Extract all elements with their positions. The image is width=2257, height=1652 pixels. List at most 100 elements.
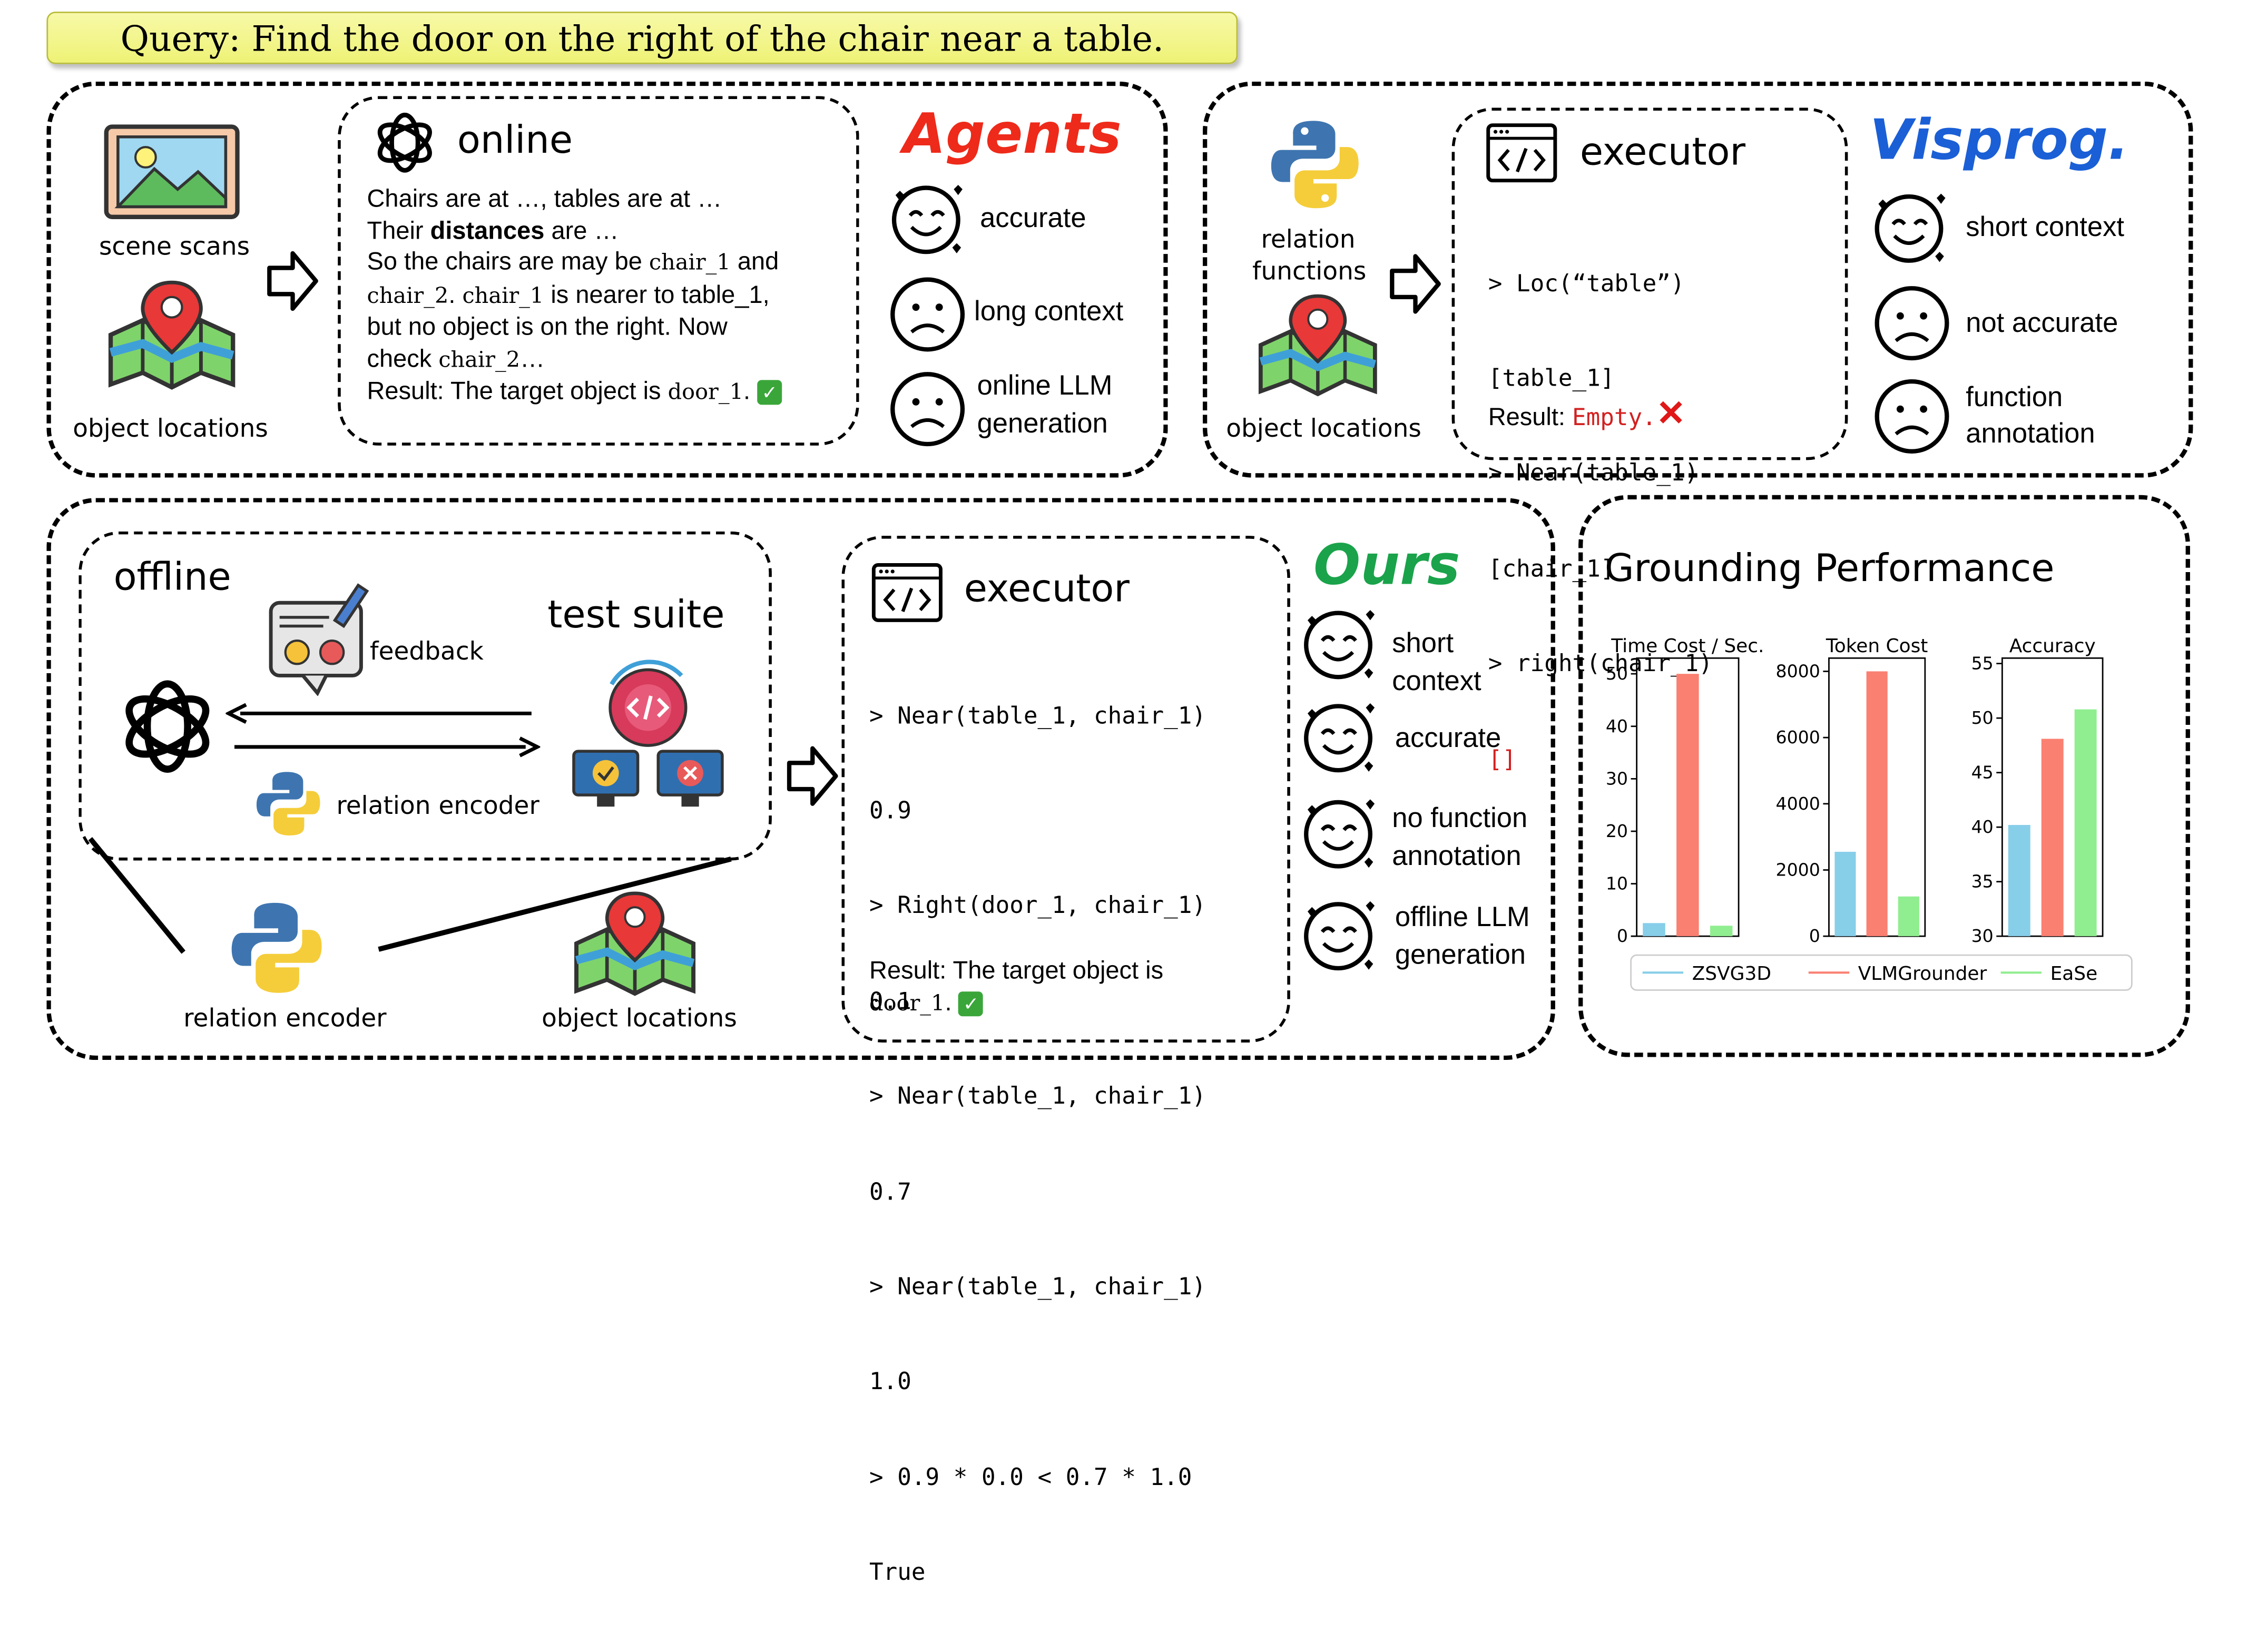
y-tick-label: 0 — [1617, 926, 1628, 946]
connector-lines — [88, 837, 732, 954]
openai-logo-icon — [125, 680, 210, 773]
bar-ease — [2074, 709, 2097, 937]
visprog-result: Result: Empty.✕ — [1488, 395, 1686, 434]
bar-zsvg3d — [2008, 825, 2030, 937]
ours-code: > Near(table_1, chair_1) 0.9 > Right(doo… — [869, 636, 1206, 1652]
test-suite-icon — [572, 660, 724, 807]
legend-label: ZSVG3D — [1692, 963, 1771, 985]
pro-short-context: short context — [1966, 212, 2124, 243]
map-location-icon — [574, 891, 696, 996]
y-tick-label: 8000 — [1775, 661, 1820, 681]
visprog-code: > Loc(“table”) [table_1] > Near(table_1)… — [1488, 204, 1713, 839]
pro-context: context — [1392, 666, 1481, 697]
agents-panel — [46, 81, 1168, 478]
arrow-right-icon — [787, 746, 838, 806]
check-icon: ✓ — [757, 380, 782, 405]
bar-vlmgrounder — [1676, 674, 1699, 937]
online-reasoning-text: Chairs are at …, tables are at … Their d… — [367, 183, 848, 408]
ours-title: Ours — [1313, 533, 1460, 597]
pro-generation: generation — [1395, 940, 1526, 971]
y-tick-label: 40 — [1606, 716, 1628, 736]
relation-functions-label-2: functions — [1252, 258, 1367, 287]
bar-ease — [1710, 926, 1733, 937]
smiling-face-icon — [1304, 610, 1375, 680]
y-tick-label: 50 — [1606, 663, 1628, 684]
y-tick-label: 45 — [1971, 762, 1994, 783]
code-line-empty: [] — [1488, 744, 1516, 773]
code-window-icon — [1486, 123, 1557, 183]
code-line: > Right(door_1, chair_1) — [869, 891, 1206, 920]
y-tick-label: 35 — [1971, 871, 1994, 892]
object-locations-label: object locations — [1226, 415, 1421, 444]
legend-label: VLMGrounder — [1858, 963, 1987, 985]
map-location-icon — [108, 280, 235, 390]
bar-vlmgrounder — [1866, 671, 1888, 937]
grounding-performance-panel — [1578, 495, 2190, 1057]
reasoning-line: chair_2. chair_1 is nearer to table_1, — [367, 280, 770, 308]
executor-title: executor — [964, 567, 1130, 612]
code-line: > Near(table_1, chair_1) — [869, 701, 1206, 729]
test-suite-title: test suite — [547, 594, 725, 638]
agents-title: Agents — [902, 102, 1122, 166]
con-generation: generation — [977, 409, 1108, 440]
code-line: > Near(table_1, chair_1) — [869, 1272, 1206, 1300]
smiling-face-icon — [891, 185, 963, 254]
arrow-right-icon — [1390, 254, 1441, 314]
reasoning-line: So the chairs are may be chair_1 and — [367, 247, 779, 276]
code-window-icon — [871, 563, 943, 622]
code-line: 0.1 — [869, 987, 911, 1015]
scene-scans-icon — [104, 124, 240, 219]
con-not-accurate: not accurate — [1966, 308, 2118, 339]
code-line: [table_1] — [1488, 363, 1615, 392]
y-tick-label: 55 — [1971, 653, 1994, 674]
python-logo-icon — [256, 772, 320, 835]
online-llm-box — [338, 96, 859, 446]
reasoning-line: check chair_2… — [367, 344, 545, 372]
code-line: 0.7 — [869, 1177, 911, 1205]
subplot-title: Time Cost / Sec. — [1611, 635, 1764, 657]
feedback-icon — [269, 583, 369, 696]
scene-scans-label: scene scans — [99, 233, 250, 262]
query-banner: Query: Find the door on the right of the… — [46, 12, 1238, 64]
cross-icon: ✕ — [1656, 395, 1686, 434]
code-line: True — [869, 1558, 926, 1586]
bar-zsvg3d — [1834, 851, 1856, 937]
y-tick-label: 2000 — [1775, 860, 1820, 880]
bar-vlmgrounder — [2041, 739, 2064, 937]
reasoning-line: Result: The target object is door_1. ✓ — [367, 376, 848, 408]
ours-result: Result: The target object is door_1. ✓ — [869, 956, 1164, 1017]
pro-annotation: annotation — [1392, 841, 1522, 872]
code-line: > Loc(“table”) — [1488, 269, 1685, 297]
pro-short: short — [1392, 629, 1454, 660]
con-online-llm: online LLM — [977, 371, 1113, 402]
y-tick-label: 6000 — [1775, 727, 1820, 748]
feedback-label: feedback — [370, 637, 484, 667]
sad-face-icon — [1875, 379, 1949, 454]
con-function: function — [1966, 382, 2063, 414]
feedback-loop-arrows — [225, 703, 541, 758]
reasoning-line: Their distances are … — [367, 216, 619, 244]
object-locations-label: object locations — [542, 1005, 737, 1034]
ours-panel — [46, 498, 1555, 1060]
online-title: online — [457, 119, 573, 163]
figure: Query: Find the door on the right of the… — [46, 12, 2193, 1586]
con-long-context: long context — [974, 297, 1124, 328]
y-tick-label: 0 — [1809, 926, 1820, 946]
bar-ease — [1898, 896, 1919, 937]
arrow-right-icon — [267, 251, 318, 311]
pro-offline-llm: offline LLM — [1395, 902, 1530, 933]
offline-title: offline — [113, 556, 231, 600]
y-tick-label: 10 — [1606, 873, 1628, 894]
reasoning-line: Chairs are at …, tables are at … — [367, 185, 722, 213]
sad-face-icon — [890, 372, 965, 447]
legend-box — [1630, 954, 2133, 991]
con-annotation: annotation — [1966, 419, 2095, 450]
y-tick-label: 50 — [1971, 707, 1994, 728]
relation-functions-label-1: relation — [1261, 225, 1356, 255]
code-line: 1.0 — [869, 1368, 911, 1395]
visprog-title: Visprog. — [1869, 107, 2130, 172]
code-line: > Near(table_1) — [1488, 459, 1699, 487]
offline-box — [78, 531, 772, 861]
pro-accurate: accurate — [980, 203, 1086, 234]
